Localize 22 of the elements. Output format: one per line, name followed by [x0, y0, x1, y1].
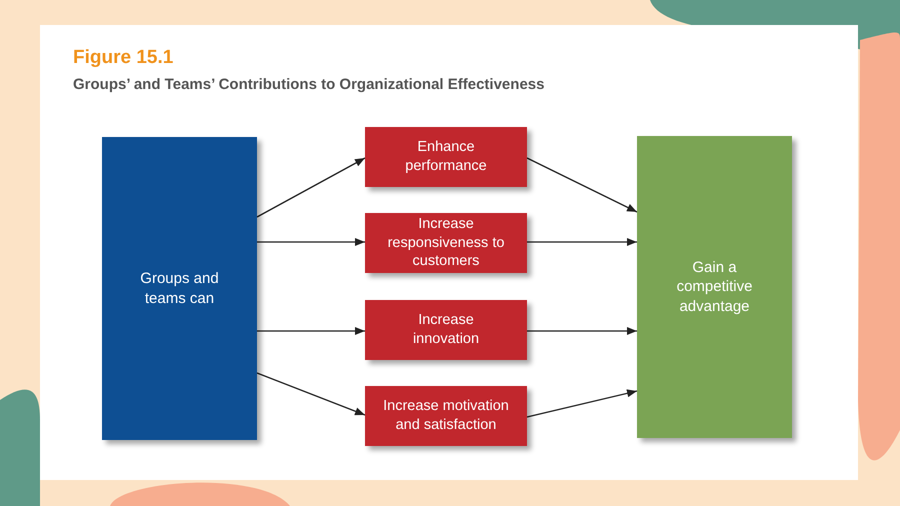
- process-box: [365, 300, 527, 360]
- arrow: [527, 327, 637, 335]
- process-box: [365, 213, 527, 273]
- arrow: [256, 157, 366, 218]
- arrow: [526, 389, 638, 418]
- box-label: Increase responsiveness to customers: [386, 214, 506, 272]
- arrow: [527, 238, 637, 246]
- box-label: Increase motivation and satisfaction: [383, 397, 509, 435]
- arrow: [257, 238, 365, 246]
- box-label: Groups and teams can: [139, 269, 220, 308]
- box-label: Enhance performance: [404, 138, 488, 176]
- process-box: [365, 386, 527, 446]
- figure-title: Groups’ and Teams’ Contributions to Organizational Effectiveness: [73, 76, 544, 93]
- process-box: [102, 137, 257, 440]
- box-label: Gain a competitive advantage: [676, 258, 754, 316]
- box-label: Increase innovation: [412, 311, 480, 349]
- arrow: [256, 372, 366, 416]
- process-box: [365, 127, 527, 187]
- process-box: [637, 136, 792, 438]
- arrow: [526, 157, 638, 213]
- arrow: [257, 327, 365, 335]
- figure-number: Figure 15.1: [73, 47, 174, 69]
